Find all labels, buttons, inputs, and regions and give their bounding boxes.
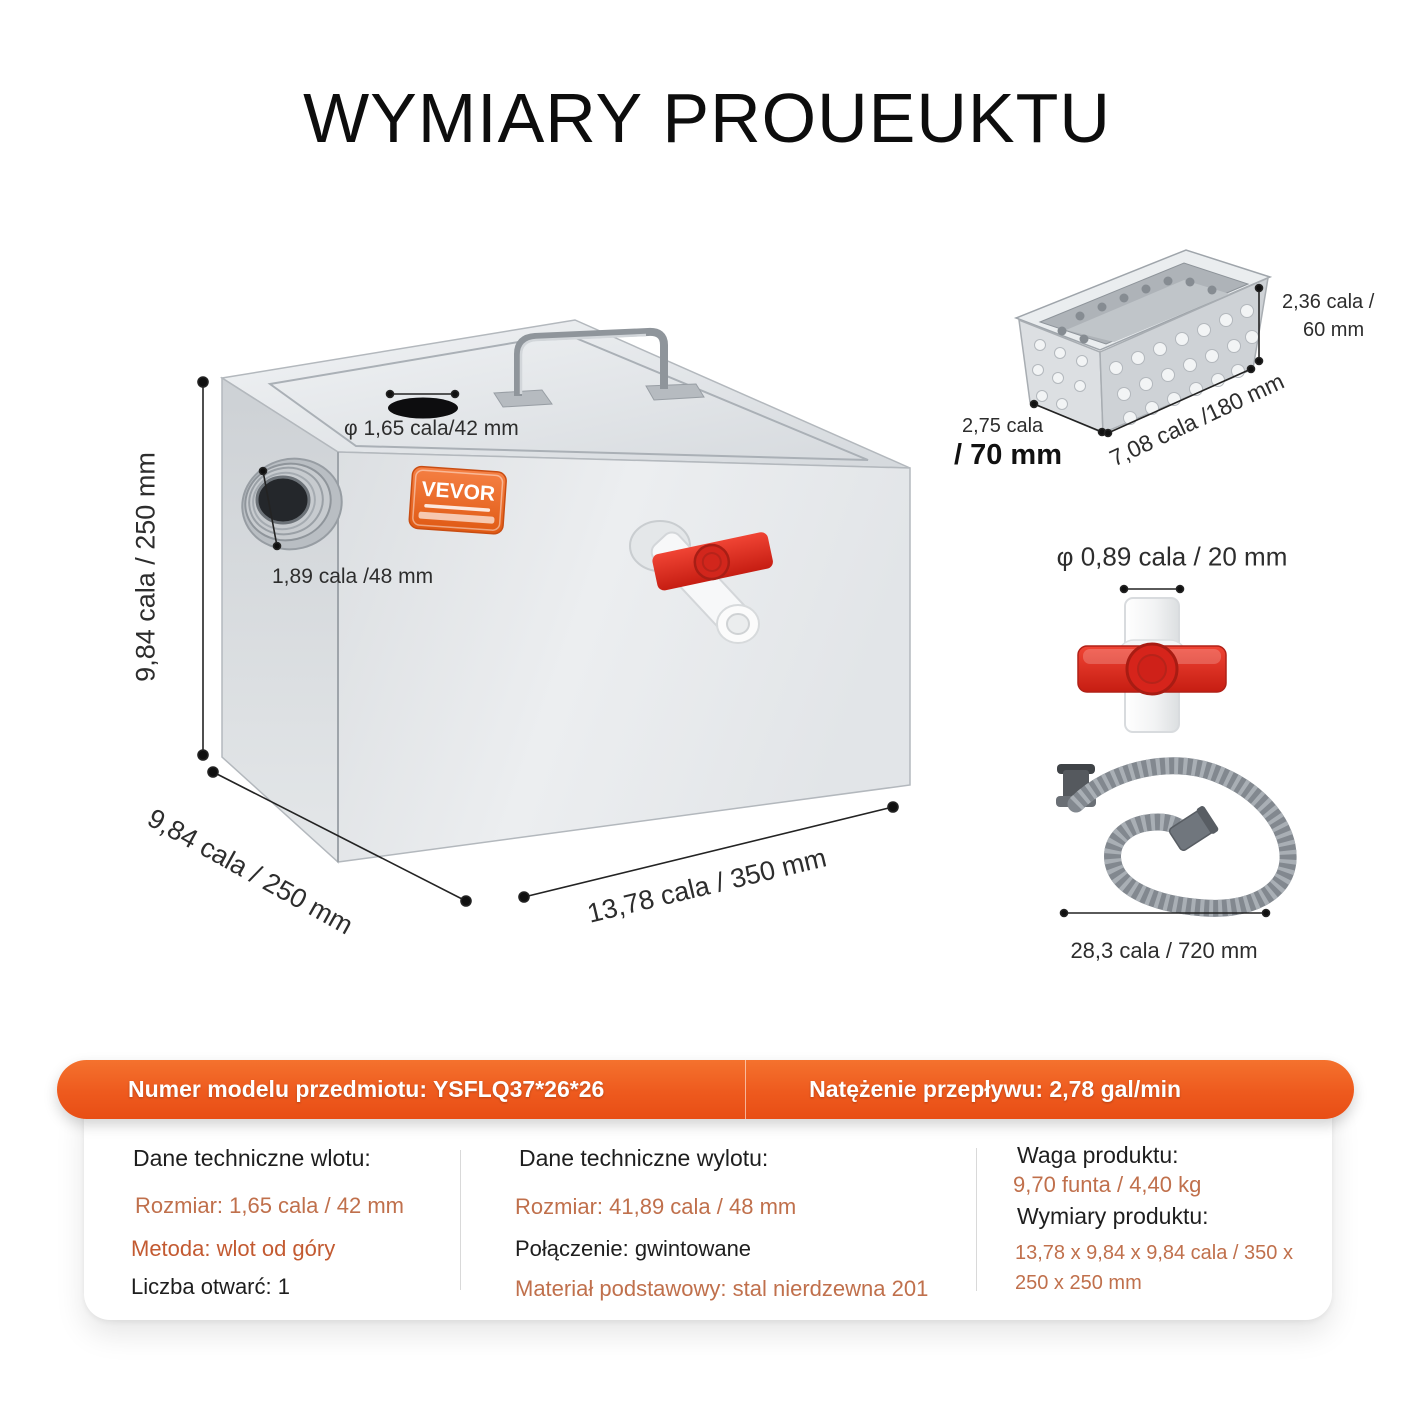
- dim-line-box-width: [518, 801, 899, 903]
- grease-trap-box: [219, 319, 911, 864]
- dim-line-basket-width: [1029, 399, 1107, 437]
- dim-line-top-hole: [385, 389, 460, 399]
- product-dims-heading: Wymiary produktu:: [1017, 1203, 1209, 1229]
- inlet-pipe: [241, 457, 343, 551]
- info-bar: Numer modelu przedmiotu: YSFLQ37*26*26 N…: [57, 1060, 1354, 1119]
- dim-line-basket-height: [1254, 283, 1264, 366]
- spec-divider-1: [460, 1150, 461, 1290]
- inlet-spec-heading: Dane techniczne wlotu:: [133, 1145, 371, 1171]
- product-weight-heading: Waga produktu:: [1017, 1142, 1179, 1168]
- lid-handle: [493, 327, 705, 408]
- dim-line-basket-length: [1103, 364, 1256, 438]
- product-diagram: VEVOR: [197, 249, 1297, 918]
- product-weight-value: 9,70 funta / 4,40 kg: [1013, 1172, 1202, 1197]
- outlet-spec-heading: Dane techniczne wylotu:: [519, 1145, 769, 1171]
- vevor-badge: VEVOR: [408, 465, 507, 535]
- strainer-basket: [1013, 249, 1273, 435]
- outlet-spec-connection: Połączenie: gwintowane: [515, 1236, 752, 1261]
- dim-line-box-height: [197, 376, 209, 761]
- box-drain-valve: [629, 520, 773, 644]
- outlet-spec-size: Rozmiar: 41,89 cala / 48 mm: [515, 1194, 797, 1219]
- hose-length-label: 28,3 cala / 720 mm: [1070, 938, 1258, 963]
- box-height-label: 9,84 cala / 250 mm: [130, 452, 161, 682]
- product-dims-line1: 13,78 x 9,84 x 9,84 cala / 350 x: [1015, 1242, 1293, 1264]
- vevor-badge-text: VEVOR: [421, 478, 496, 506]
- page-title: WYMIARY PROUEUKTU: [303, 79, 1111, 157]
- dim-line-box-depth: [207, 766, 472, 907]
- top-hole-diameter-label: φ 1,65 cala/42 mm: [344, 417, 519, 440]
- valve-diameter-label: φ 0,89 cala / 20 mm: [1056, 541, 1288, 572]
- basket-width-label-line1: 2,75 cala: [962, 415, 1044, 437]
- top-inlet-hole: [388, 397, 458, 419]
- inlet-spec-openings: Liczba otwarć: 1: [131, 1274, 290, 1299]
- inlet-spec-size: Rozmiar: 1,65 cala / 42 mm: [135, 1193, 404, 1218]
- basket-width-label-line2: / 70 mm: [954, 439, 1062, 471]
- dim-line-hose: [1059, 908, 1271, 918]
- inlet-diameter-label: 1,89 cala /48 mm: [272, 565, 434, 588]
- flow-rate-label: Natężenie przepływu: 2,78 gal/min: [809, 1076, 1182, 1102]
- inlet-spec-method: Metoda: wlot od góry: [131, 1236, 336, 1261]
- product-dims-line2: 250 x 250 mm: [1015, 1272, 1142, 1294]
- spec-card: [84, 1088, 1332, 1320]
- outlet-spec-material: Materiał podstawowy: stal nierdzewna 201: [515, 1276, 929, 1301]
- ball-valve: [1077, 597, 1227, 733]
- flex-hose: [1056, 757, 1297, 917]
- dim-line-inlet: [258, 466, 282, 551]
- model-number-label: Numer modelu przedmiotu: YSFLQ37*26*26: [57, 1060, 747, 1119]
- basket-height-label-line2: 60 mm: [1303, 319, 1365, 341]
- dim-line-valve: [1119, 584, 1185, 594]
- spec-divider-2: [976, 1148, 977, 1291]
- basket-height-label-line1: 2,36 cala /: [1282, 291, 1375, 313]
